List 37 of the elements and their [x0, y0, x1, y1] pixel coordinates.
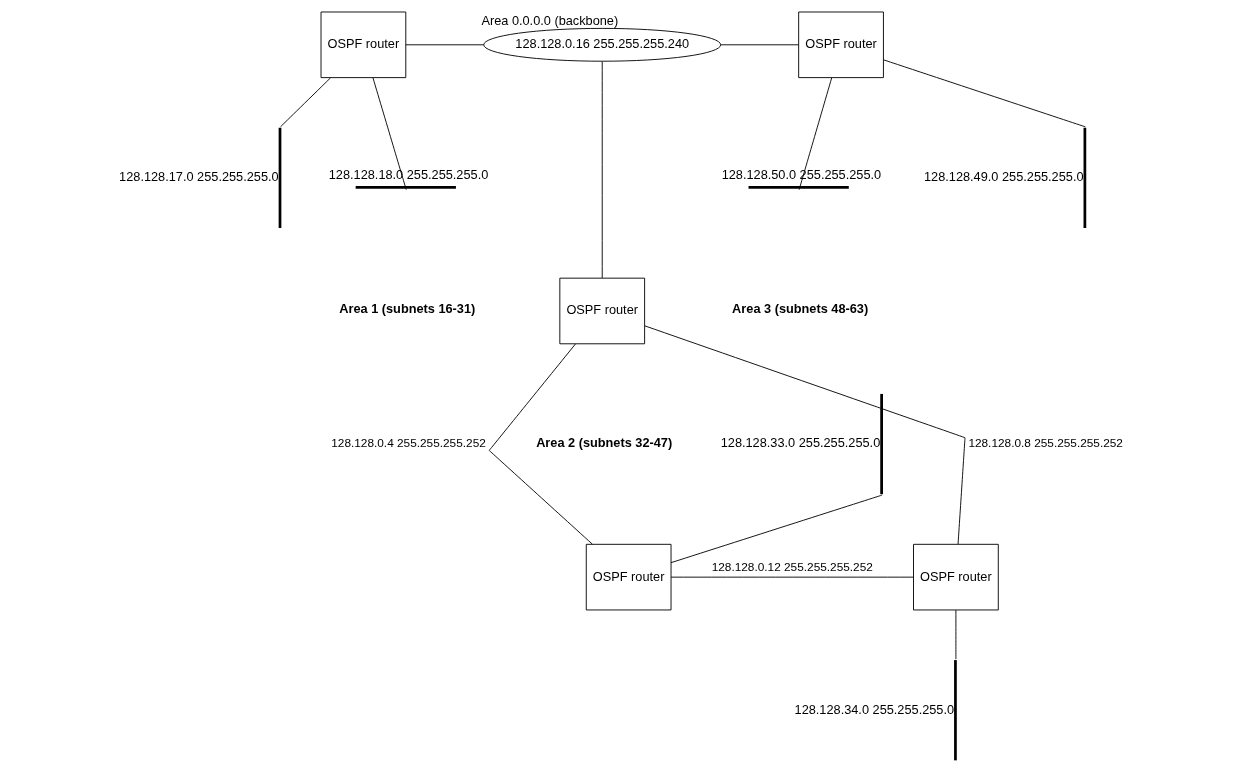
node-label: 128.128.34.0 255.255.255.0 [794, 701, 954, 717]
edge-label: 128.128.0.8 255.255.255.252 [967, 436, 1123, 451]
connector [798, 77, 832, 191]
connector [488, 343, 593, 545]
connector [279, 77, 331, 128]
node-label: 128.128.50.0 255.255.255.0 [721, 166, 881, 182]
node-label: Area 0.0.0.0 (backbone) [480, 12, 618, 28]
connector [643, 325, 965, 545]
node-bar [1083, 127, 1086, 229]
node-bar [748, 186, 849, 189]
node-bar [278, 127, 281, 229]
connector [954, 609, 956, 660]
node-box: OSPF router [912, 543, 999, 611]
node-bar [879, 393, 883, 495]
node-label: 128.128.33.0 255.255.255.0 [720, 435, 880, 451]
edge-label: 128.128.0.4 255.255.255.252 [330, 436, 486, 451]
node-box: OSPF router [558, 277, 645, 345]
connector [601, 61, 603, 279]
connector [404, 44, 484, 46]
node-bar [355, 186, 456, 189]
edge-label: 128.128.0.12 255.255.255.252 [711, 560, 873, 575]
connector [670, 576, 914, 578]
connector [371, 77, 407, 191]
connector [882, 59, 1086, 128]
node-box: OSPF router [320, 11, 406, 79]
label: Area 2 (subnets 32-47) [535, 434, 672, 450]
node-box: OSPF router [797, 11, 884, 79]
node-label: 128.128.18.0 255.255.255.0 [328, 166, 488, 182]
label: Area 3 (subnets 48-63) [731, 301, 868, 317]
node-label: 128.128.49.0 255.255.255.0 [923, 169, 1084, 185]
node-label: 128.128.17.0 255.255.255.0 [118, 169, 279, 185]
node-box: OSPF router [585, 543, 671, 611]
connector [719, 44, 799, 46]
node-ellipse: 128.128.0.16 255.255.255.240 [482, 27, 721, 62]
node-bar [953, 660, 957, 761]
label: Area 1 (subnets 16-31) [338, 301, 475, 317]
connector [670, 494, 882, 564]
